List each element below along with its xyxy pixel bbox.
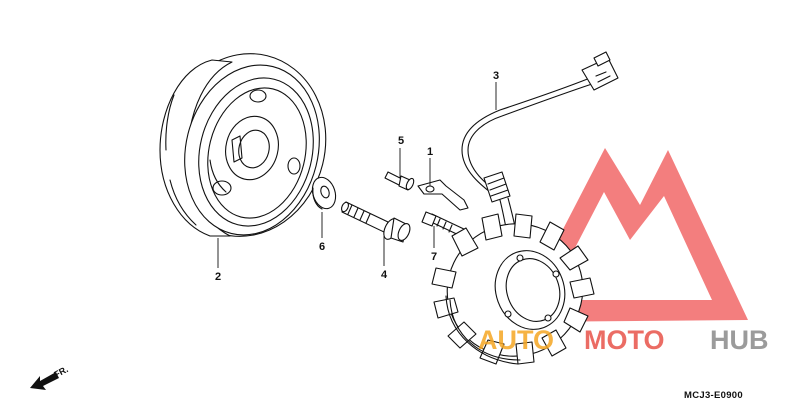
callout-4: 4 <box>381 269 388 281</box>
watermark-text: AUTO MOTO HUB <box>478 325 769 355</box>
front-direction-arrow-icon <box>30 372 59 390</box>
stator-poles <box>431 213 595 365</box>
stator-part <box>431 51 619 365</box>
flywheel-part <box>159 53 327 237</box>
watermark-logo-icon <box>515 148 748 322</box>
stator-bolt-part <box>421 211 467 238</box>
callout-2: 2 <box>215 271 221 283</box>
callout-1: 1 <box>427 146 433 158</box>
washer-part <box>311 176 337 210</box>
callout-6: 6 <box>319 241 325 253</box>
svg-text:MOTO: MOTO <box>584 325 665 355</box>
small-bolt-part <box>384 171 415 191</box>
callout-5: 5 <box>398 135 404 147</box>
svg-text:AUTO: AUTO <box>478 325 554 355</box>
direction-label: FR. <box>52 364 69 380</box>
callout-7: 7 <box>431 251 437 263</box>
diagram-code: MCJ3-E0900 <box>684 390 743 400</box>
flange-bolt-part <box>341 201 411 243</box>
wire-clamp-part <box>417 179 469 211</box>
svg-text:HUB: HUB <box>710 325 769 355</box>
leader-lines <box>217 82 497 268</box>
callout-3: 3 <box>493 70 499 82</box>
